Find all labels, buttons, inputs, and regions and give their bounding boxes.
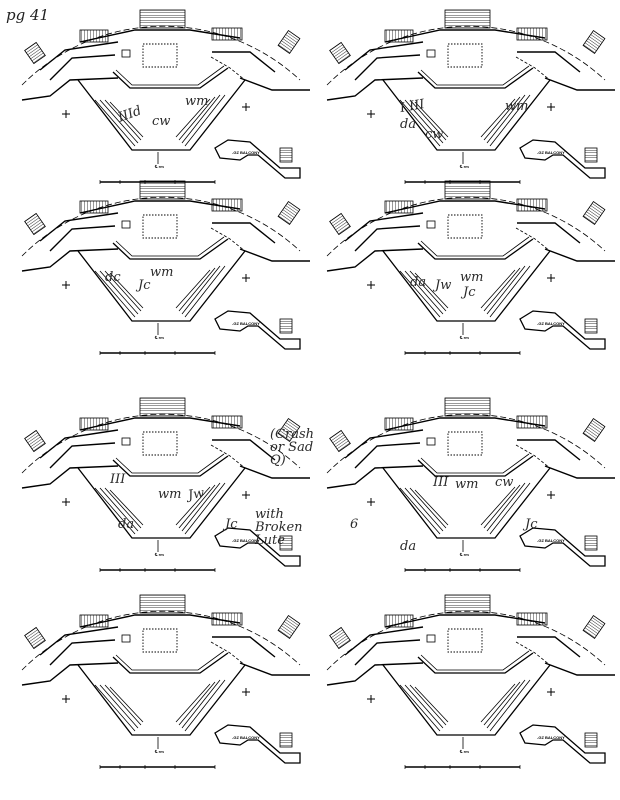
theater-floor-plan: -GZ BALCONY ℄ rm xyxy=(21,594,310,770)
balcony-label: -GZ BALCONY xyxy=(537,538,565,543)
handwritten-annotation: Jc xyxy=(138,278,151,293)
theater-plan-panel: -GZ BALCONY ℄ rm III wm Jw da Jc (Crash or Sad … xyxy=(0,388,314,588)
centerline-label: ℄ rm xyxy=(154,552,164,557)
balcony-label: -GZ BALCONY xyxy=(232,735,260,740)
handwritten-annotation: Jw xyxy=(435,278,452,293)
balcony-label: -GZ BALCONY xyxy=(232,538,260,543)
handwritten-annotation: wm xyxy=(150,265,174,280)
centerline-label: ℄ rm xyxy=(154,164,164,169)
theater-floor-plan: -GZ BALCONY ℄ rm xyxy=(326,9,615,185)
theater-plan-panel: -GZ BALCONY ℄ rm xyxy=(0,585,310,785)
handwritten-annotation: da xyxy=(400,539,417,554)
centerline-label: ℄ rm xyxy=(459,749,469,754)
theater-plan-panel: -GZ BALCONY ℄ rm xyxy=(305,585,615,785)
centerline-label: ℄ rm xyxy=(154,335,164,340)
handwritten-annotation: III xyxy=(433,475,449,490)
balcony-label: -GZ BALCONY xyxy=(232,150,260,155)
handwritten-annotation: wm xyxy=(505,99,529,114)
handwritten-annotation: wm xyxy=(185,94,209,109)
handwritten-annotation: cw xyxy=(495,475,514,490)
handwritten-annotation: cw xyxy=(152,114,171,129)
handwritten-annotation: Jc xyxy=(225,517,238,532)
handwritten-annotation: da xyxy=(118,517,135,532)
balcony-label: -GZ BALCONY xyxy=(537,735,565,740)
handwritten-annotation: dc xyxy=(105,270,121,285)
theater-floor-plan: -GZ BALCONY ℄ rm xyxy=(326,397,615,573)
theater-floor-plan: -GZ BALCONY ℄ rm xyxy=(326,180,615,356)
centerline-label: ℄ rm xyxy=(459,552,469,557)
balcony-label: -GZ BALCONY xyxy=(232,321,260,326)
handwritten-annotation: with Broken Lute xyxy=(255,507,303,548)
handwritten-annotation: I III xyxy=(398,96,426,117)
handwritten-annotation: 6 xyxy=(350,517,359,532)
centerline-label: ℄ rm xyxy=(459,164,469,169)
handwritten-annotation: Jc xyxy=(463,285,476,300)
balcony-label: -GZ BALCONY xyxy=(537,321,565,326)
theater-plan-panel: -GZ BALCONY ℄ rm 6 III wm cw da Jc xyxy=(305,388,615,588)
handwritten-annotation: da xyxy=(410,275,427,290)
page-number-label: pg 41 xyxy=(6,6,50,24)
theater-floor-plan: -GZ BALCONY ℄ rm xyxy=(21,180,310,356)
handwritten-annotation: cw xyxy=(425,127,444,142)
handwritten-annotation: Jc xyxy=(525,517,538,532)
handwritten-annotation: Jw xyxy=(186,485,206,504)
handwritten-annotation: (Crash or Sad Q) xyxy=(270,427,315,468)
handwritten-annotation: da xyxy=(400,117,417,132)
centerline-label: ℄ rm xyxy=(154,749,164,754)
handwritten-annotation: wm xyxy=(455,477,479,492)
handwritten-annotation: wm xyxy=(158,487,182,502)
handwritten-annotation: III xyxy=(110,472,126,487)
theater-floor-plan: -GZ BALCONY ℄ rm xyxy=(21,9,310,185)
handwritten-annotation: wm xyxy=(460,270,484,285)
theater-floor-plan: -GZ BALCONY ℄ rm xyxy=(326,594,615,770)
balcony-label: -GZ BALCONY xyxy=(537,150,565,155)
theater-floor-plan: -GZ BALCONY ℄ rm xyxy=(21,397,310,573)
centerline-label: ℄ rm xyxy=(459,335,469,340)
